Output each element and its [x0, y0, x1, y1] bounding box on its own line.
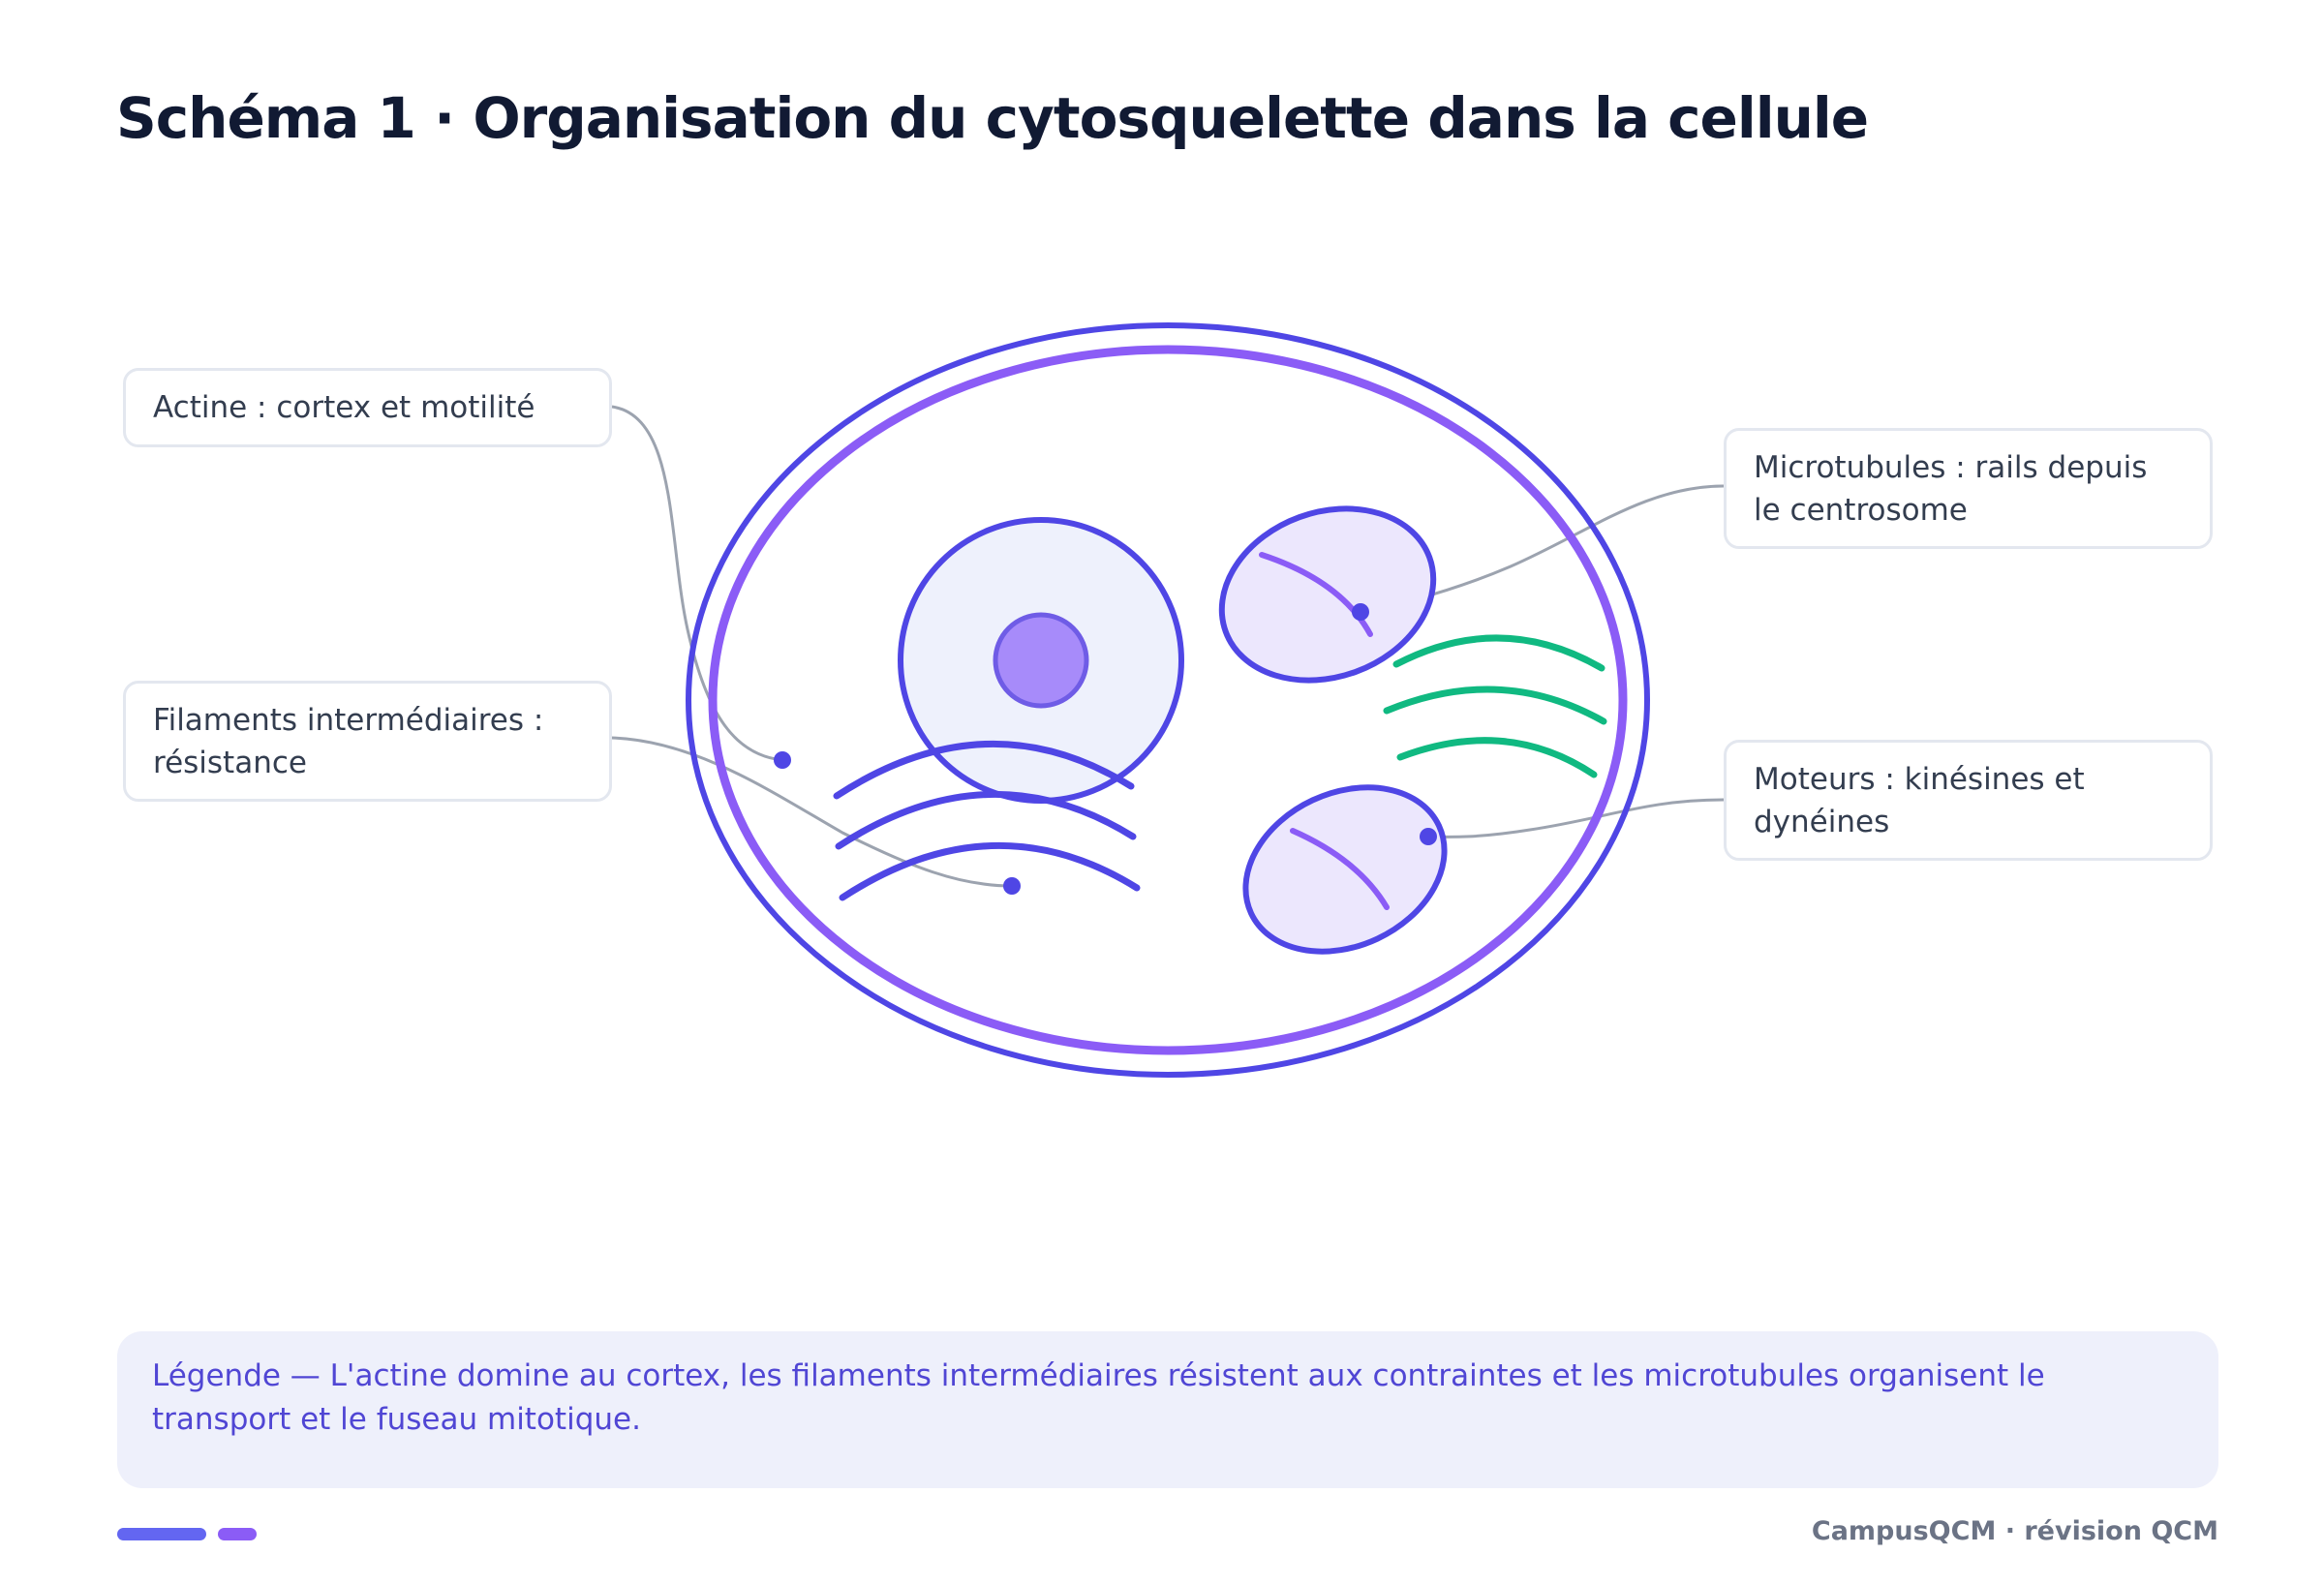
leader-line-filaments — [611, 736, 1013, 888]
leader-line-actine — [611, 405, 783, 762]
footer-accent-bar-long — [117, 1528, 206, 1540]
footer-brand: CampusQCM · révision QCM — [1811, 1516, 2218, 1546]
microtubule-arc-1 — [1392, 634, 1605, 672]
page-title: Schéma 1 · Organisation du cytosquelette… — [116, 85, 1869, 151]
label-moteurs-line-2: dynéines — [1754, 805, 1890, 839]
label-microtubules-line-2: le centrosome — [1754, 493, 1968, 528]
label-actine: Actine : cortex et motilité — [123, 368, 612, 447]
label-filaments-line-1: Filaments intermédiaires : — [153, 703, 544, 738]
microtubule-arcs — [1383, 634, 1607, 778]
organelle-top-filament — [1259, 552, 1373, 637]
legend-box: Légende — L'actine domine au cortex, les… — [117, 1331, 2218, 1488]
anchor-dot-microtubules — [1352, 603, 1369, 621]
filament-arc-3 — [839, 841, 1141, 901]
filament-arc-2 — [835, 790, 1137, 850]
organelle-bottom — [1242, 784, 1448, 955]
label-microtubules: Microtubules : rails depuis le centrosom… — [1724, 428, 2213, 549]
label-microtubules-line-1: Microtubules : rails depuis — [1754, 450, 2148, 485]
label-moteurs-line-1: Moteurs : kinésines et — [1754, 762, 2085, 797]
anchor-dots — [774, 603, 1437, 895]
microtubule-arc-2 — [1383, 686, 1607, 725]
footer-accent-bar-short — [218, 1528, 257, 1540]
legend-line-1: Légende — L'actine domine au cortex, les… — [152, 1358, 2045, 1393]
label-moteurs: Moteurs : kinésines et dynéines — [1724, 740, 2213, 861]
filament-arc-1 — [833, 740, 1135, 800]
anchor-dot-filaments — [1003, 877, 1021, 895]
filament-arcs — [833, 740, 1141, 901]
label-filaments: Filaments intermédiaires : résistance — [123, 681, 612, 802]
organelle-bottom-filament — [1290, 828, 1390, 910]
legend-line-2: transport et le fuseau mitotique. — [152, 1402, 641, 1437]
nucleolus — [993, 612, 1089, 709]
microtubule-arc-3 — [1396, 737, 1598, 778]
cell-membrane-inner — [708, 345, 1628, 1055]
label-filaments-line-2: résistance — [153, 746, 307, 780]
anchor-dot-moteurs — [1420, 828, 1437, 845]
anchor-dot-actine — [774, 751, 791, 769]
leader-line-moteurs — [1427, 798, 1725, 838]
organelle-top — [1218, 505, 1437, 684]
cell-membrane-outer — [686, 322, 1650, 1078]
label-actine-text: Actine : cortex et motilité — [153, 390, 535, 425]
